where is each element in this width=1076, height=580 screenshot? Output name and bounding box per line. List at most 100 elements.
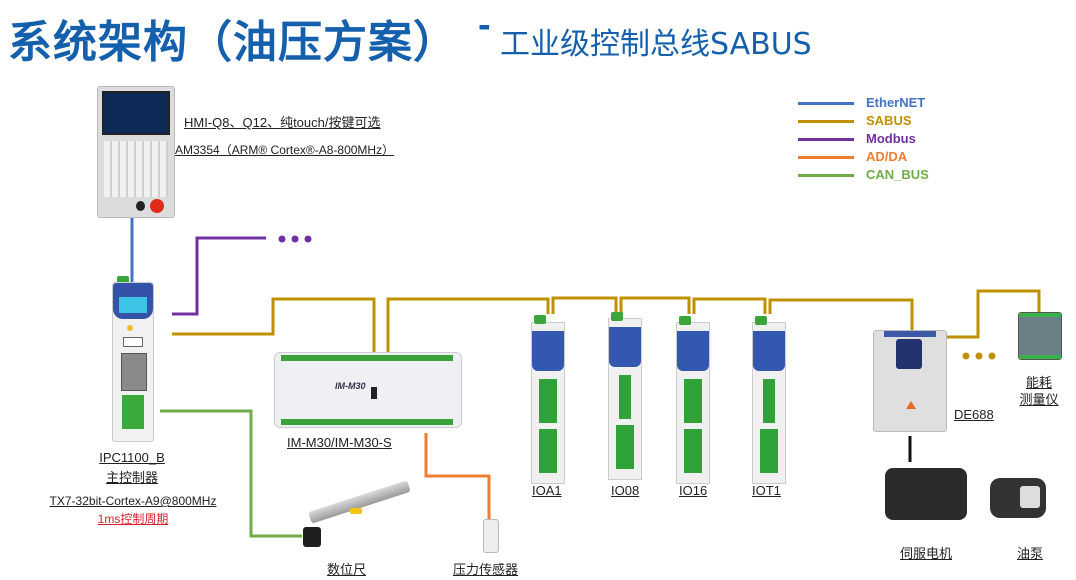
title-dash: - xyxy=(478,4,491,46)
sabus-wire xyxy=(551,296,618,314)
im-m30-module: IM-M30 xyxy=(274,352,462,428)
ipc-faceplate xyxy=(113,283,153,319)
sabus-wire xyxy=(172,297,376,390)
scale-head-icon xyxy=(303,527,321,547)
im-m30-label: IM-M30/IM-M30-S xyxy=(287,435,392,450)
sabus-wire xyxy=(945,289,1041,339)
adda-wire xyxy=(424,433,491,519)
hmi-model-label: HMI-Q8、Q12、纯touch/按键可选 xyxy=(184,115,381,130)
modbus-ellipsis-dot xyxy=(304,235,312,243)
terminal-strip xyxy=(1019,355,1061,359)
energy-meter xyxy=(1018,312,1062,360)
connector-icon xyxy=(534,315,546,324)
io-label: IO16 xyxy=(679,483,708,498)
hmi-cpu-label: AM3354（ARM® Cortex®-A8-800MHz） xyxy=(175,143,395,157)
oil-pump xyxy=(990,478,1046,518)
terminal-block-icon xyxy=(763,379,775,423)
hmi-panel xyxy=(97,86,175,218)
legend-item-modbus: Modbus xyxy=(798,131,958,147)
terminal-strip xyxy=(1019,313,1061,317)
pump-label: 油泵 xyxy=(1017,546,1044,561)
modbus-wire xyxy=(172,236,266,316)
io-faceplate xyxy=(753,331,785,371)
terminal-block-icon xyxy=(760,429,778,473)
canbus-wire xyxy=(160,409,302,538)
legend-swatch xyxy=(798,138,854,141)
io-module-io16 xyxy=(676,322,710,484)
status-led-icon xyxy=(127,325,133,331)
terminal-block-icon xyxy=(619,375,631,419)
terminal-block-icon xyxy=(616,425,634,469)
io-module-iot1 xyxy=(752,322,786,484)
legend-item-ethernet: EtherNET xyxy=(798,95,958,111)
drive-brand-strip xyxy=(884,331,936,337)
ethernet-port-icon xyxy=(121,353,147,391)
io-faceplate xyxy=(677,331,709,371)
scale-slider-icon xyxy=(350,508,362,514)
legend-item-sabus: SABUS xyxy=(798,113,958,129)
page-subtitle: 工业级控制总线SABUS xyxy=(500,27,812,62)
legend-item-adda: AD/DA xyxy=(798,149,958,165)
sabus-wire xyxy=(768,298,914,330)
drive-label: DE688 xyxy=(954,407,994,422)
usb-port-icon xyxy=(123,337,143,347)
sabus-ellipsis-dot xyxy=(962,352,970,360)
legend-label: EtherNET xyxy=(866,95,926,110)
meter-label-line1: 能耗 xyxy=(1025,375,1052,390)
pump-flange xyxy=(1020,486,1040,508)
ipc-model-label: IPC1100_B xyxy=(99,450,165,465)
connector-icon xyxy=(611,312,623,321)
legend-label: SABUS xyxy=(866,113,912,128)
meter-label-line2: 测量仪 xyxy=(1019,392,1059,407)
im-m30-logo: IM-M30 xyxy=(335,381,366,391)
bus-port-icon xyxy=(371,387,377,399)
sabus-ellipsis-dot xyxy=(988,352,996,360)
io-label: IO08 xyxy=(611,483,640,498)
ipc-role-label: 主控制器 xyxy=(105,470,158,485)
servo-motor xyxy=(885,468,967,520)
hmi-keypad xyxy=(104,141,168,197)
page-title: 系统架构（油压方案） xyxy=(8,17,458,68)
legend-swatch xyxy=(798,174,854,177)
legend-swatch xyxy=(798,102,854,105)
hmi-screen xyxy=(102,91,170,135)
terminal-block-icon xyxy=(684,379,702,423)
motor-label: 伺服电机 xyxy=(900,546,953,561)
terminal-block-icon xyxy=(539,379,557,423)
io-module-io08 xyxy=(608,318,642,480)
io-faceplate xyxy=(532,331,564,371)
drive-keypad xyxy=(896,339,922,369)
terminal-strip xyxy=(281,419,453,425)
sabus-ellipsis-dot xyxy=(975,352,983,360)
sensor-label: 压力传感器 xyxy=(453,562,519,577)
legend-swatch xyxy=(798,120,854,123)
scale-label: 数位尺 xyxy=(327,562,367,577)
legend-label: CAN_BUS xyxy=(866,167,929,182)
legend-item-canbus: CAN_BUS xyxy=(798,167,958,183)
modbus-ellipsis-dot xyxy=(291,235,299,243)
emergency-stop-icon xyxy=(150,199,164,213)
legend-label: Modbus xyxy=(866,131,916,146)
servo-drive xyxy=(873,330,947,432)
io-faceplate xyxy=(609,327,641,367)
terminal-block-icon xyxy=(684,429,702,473)
pressure-sensor xyxy=(483,519,499,553)
legend-label: AD/DA xyxy=(866,149,908,164)
io-label: IOT1 xyxy=(752,483,781,498)
terminal-block-icon xyxy=(122,395,144,429)
terminal-strip xyxy=(281,355,453,361)
connector-icon xyxy=(117,276,129,285)
ipc-controller xyxy=(112,282,154,442)
sabus-wire xyxy=(692,297,767,314)
modbus-ellipsis-dot xyxy=(278,235,286,243)
warning-icon xyxy=(906,401,916,409)
connector-icon xyxy=(679,316,691,325)
sabus-wire xyxy=(619,296,691,314)
terminal-block-icon xyxy=(539,429,557,473)
ipc-cycle-label: 1ms控制周期 xyxy=(97,512,169,526)
io-module-ioa1 xyxy=(531,322,565,484)
connector-icon xyxy=(755,316,767,325)
ipc-display xyxy=(119,297,147,313)
ipc-cpu-label: TX7-32bit-Cortex-A9@800MHz xyxy=(49,494,217,508)
